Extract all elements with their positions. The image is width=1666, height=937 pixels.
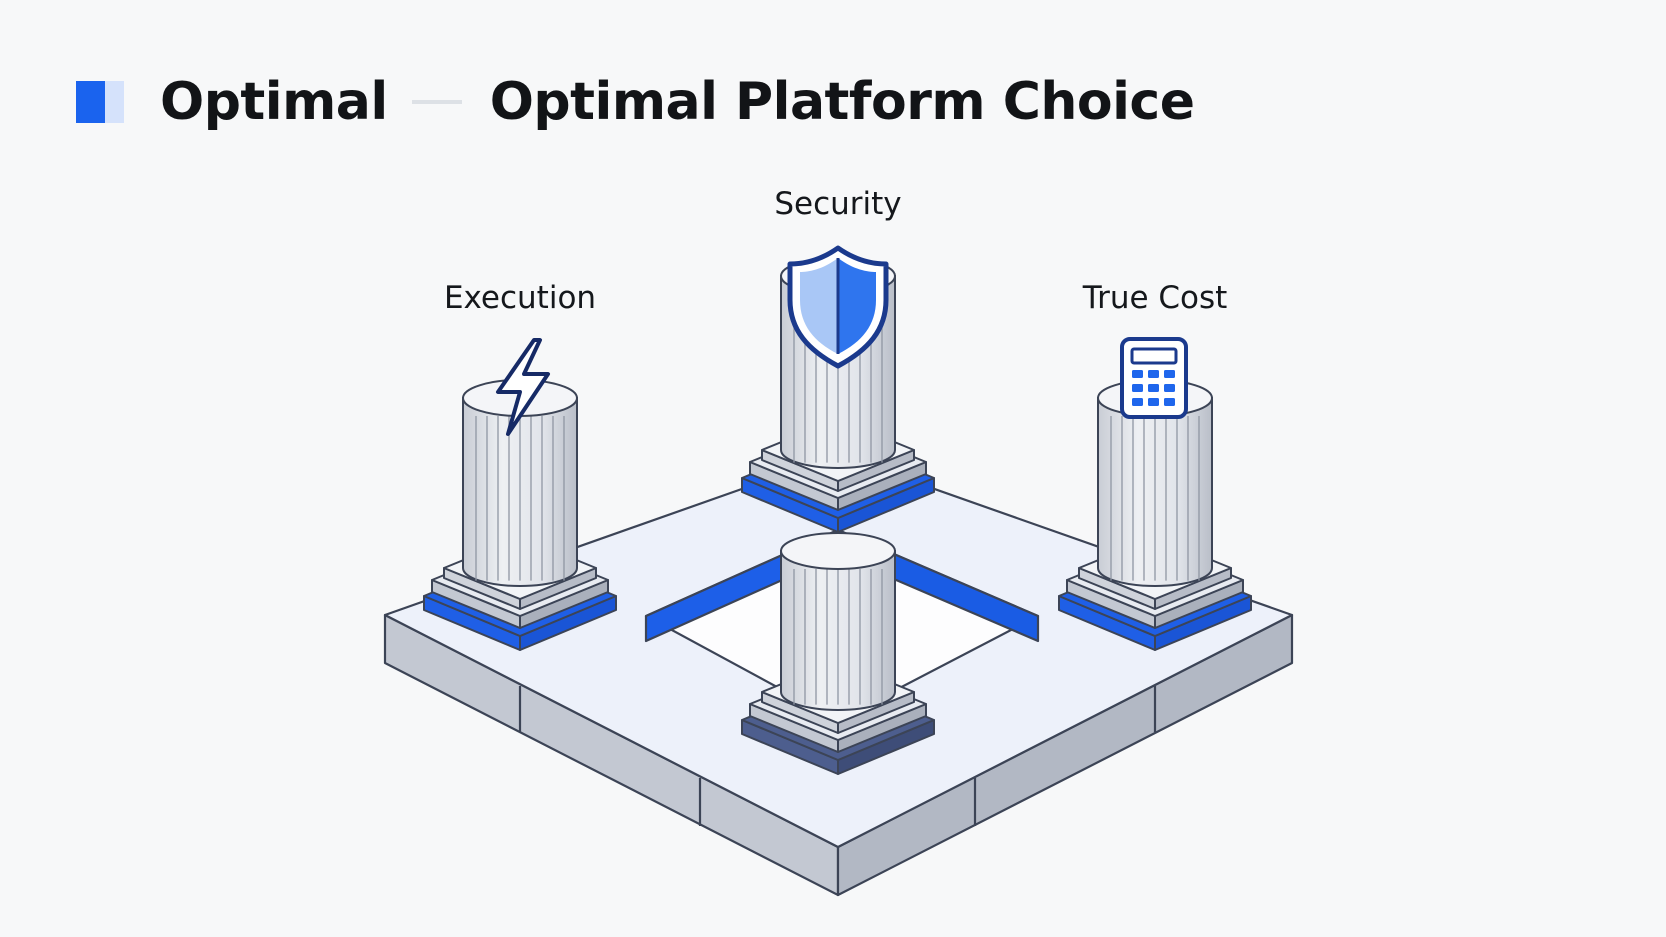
pillar-label-true-cost: True Cost: [1082, 280, 1228, 316]
pillar-label-security: Security: [774, 186, 902, 222]
accent-square-icon: [76, 81, 124, 123]
pillar-true-cost: [1058, 379, 1252, 651]
calculator-icon: [1120, 337, 1188, 419]
pillar-execution: [423, 379, 617, 651]
shield-icon: [787, 245, 889, 369]
lightning-bolt-icon: [496, 338, 550, 436]
pillar-label-execution: Execution: [443, 280, 597, 316]
pillar-front: [741, 532, 935, 775]
title-separator: [411, 100, 462, 104]
page-title: Optimal Platform Choice: [489, 72, 1195, 132]
header: Optimal Optimal Platform Choice: [76, 62, 1195, 142]
short-title: Optimal: [160, 72, 388, 132]
